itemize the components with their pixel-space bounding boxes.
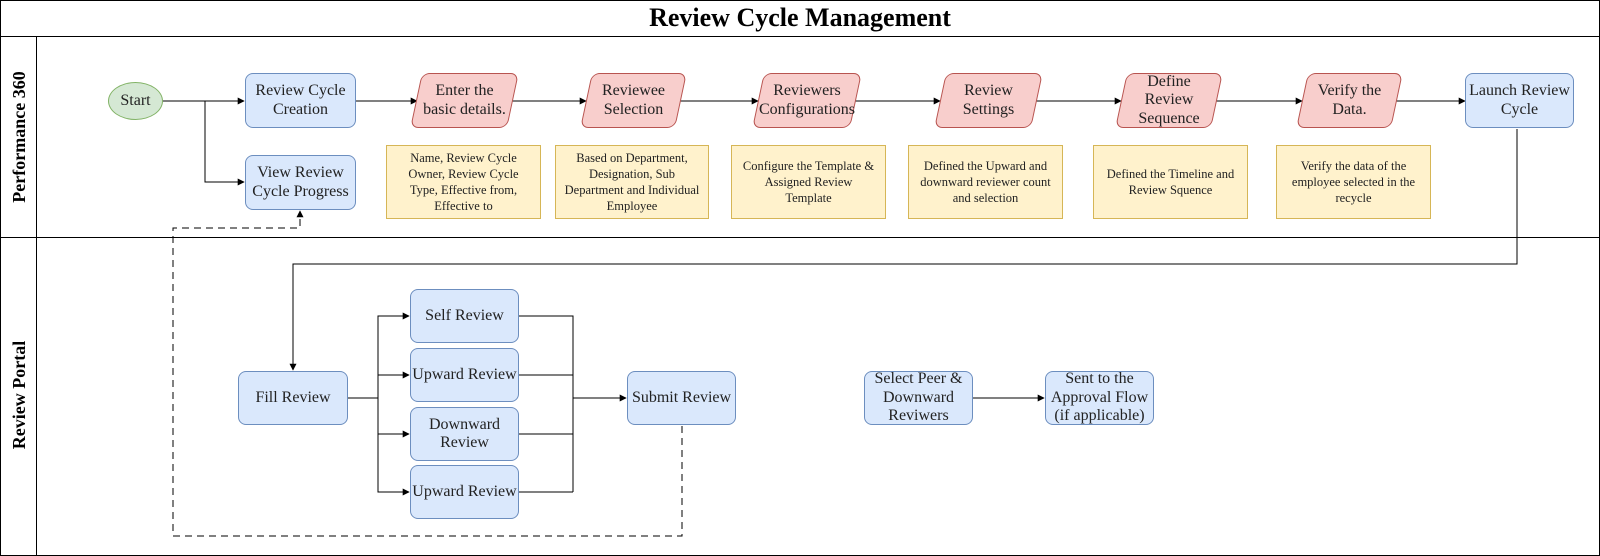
reviewers-configurations-node: Reviewers Configurations bbox=[752, 73, 862, 128]
note-basic-details: Name, Review Cycle Owner, Review Cycle T… bbox=[386, 145, 541, 219]
connector-start-to-progress bbox=[204, 101, 245, 186]
select-peer-reviewers-node: Select Peer & Downward Reviwers bbox=[864, 370, 973, 425]
define-review-sequence-node: Define Review Sequence bbox=[1115, 72, 1223, 128]
page-title: Review Cycle Management bbox=[649, 3, 951, 32]
review-settings-label: Review Settings bbox=[962, 82, 1015, 118]
review-settings-node: Review Settings bbox=[934, 73, 1043, 128]
note-reviewee-selection: Based on Department, Designation, Sub De… bbox=[555, 145, 709, 219]
define-review-sequence-label: Define Review Sequence bbox=[1138, 72, 1200, 127]
upward-review-node-1: Upward Review bbox=[410, 348, 519, 402]
note-review-settings: Defined the Upward and downward reviewer… bbox=[908, 145, 1063, 219]
reviewee-selection-label: Reviewee Selection bbox=[601, 82, 666, 118]
approval-flow-node: Sent to the Approval Flow (if applicable… bbox=[1045, 370, 1154, 425]
self-review-node: Self Review bbox=[410, 289, 519, 343]
connector-launch-to-fill bbox=[289, 129, 1518, 371]
connector-submit-to-progress-dashed bbox=[172, 210, 683, 537]
review-cycle-creation-node: Review Cycle Creation bbox=[245, 73, 356, 128]
upward-review-node-2: Upward Review bbox=[410, 465, 519, 519]
note-reviewers-configurations: Configure the Template & Assigned Review… bbox=[731, 145, 886, 219]
connector-fill-to-self bbox=[348, 312, 410, 399]
note-verify-data: Verify the data of the employee selected… bbox=[1276, 145, 1431, 219]
verify-data-label: Verify the Data. bbox=[1317, 82, 1382, 118]
connector-self-to-merge bbox=[519, 315, 574, 492]
downward-review-node: Downward Review bbox=[410, 407, 519, 461]
start-node: Start bbox=[108, 82, 163, 120]
reviewee-selection-node: Reviewee Selection bbox=[580, 73, 687, 128]
view-review-cycle-progress-node: View Review Cycle Progress bbox=[245, 155, 356, 210]
note-review-sequence: Defined the Timeline and Review Squence bbox=[1093, 145, 1248, 219]
enter-basic-details-node: Enter the basic details. bbox=[410, 73, 519, 128]
lane-label-review-portal: Review Portal bbox=[9, 340, 29, 450]
reviewers-configurations-label: Reviewers Configurations bbox=[759, 82, 855, 118]
verify-data-node: Verify the Data. bbox=[1296, 73, 1403, 128]
enter-basic-details-label: Enter the basic details. bbox=[423, 82, 506, 118]
submit-review-node: Submit Review bbox=[627, 371, 736, 425]
connector-fill-to-upward-2 bbox=[377, 434, 410, 496]
launch-review-cycle-node: Launch Review Cycle bbox=[1465, 73, 1574, 128]
lane-label-performance-360: Performance 360 bbox=[9, 71, 29, 203]
fill-review-node: Fill Review bbox=[238, 371, 348, 425]
